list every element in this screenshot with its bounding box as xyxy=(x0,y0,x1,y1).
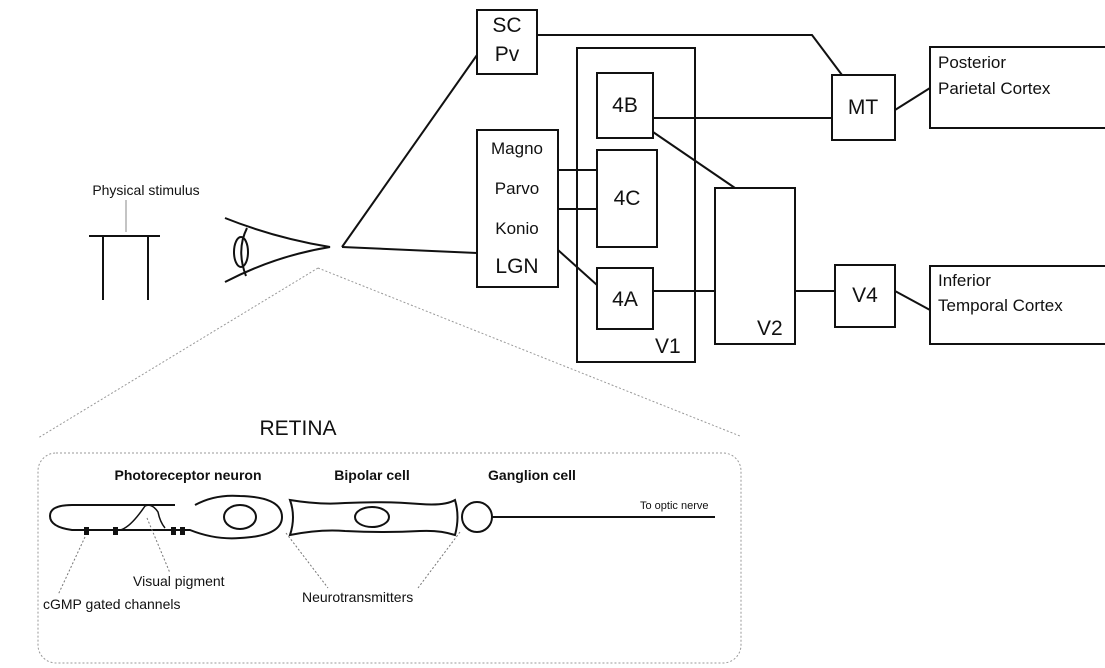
lgn-box xyxy=(476,129,559,288)
v4-to-temporal-path xyxy=(894,290,931,311)
retina-panel xyxy=(37,452,742,664)
layer-4b-box xyxy=(596,72,654,139)
magno-label: Magno xyxy=(491,139,543,158)
zoom-line-left xyxy=(37,267,319,439)
eye-to-lgn-path xyxy=(341,246,478,254)
mt-box xyxy=(831,74,896,141)
photoreceptor-label: Photoreceptor neuron xyxy=(114,467,262,483)
bipolar-nucleus xyxy=(354,506,390,528)
neurotransmitters-label: Neurotransmitters xyxy=(302,589,414,605)
visual-pigment-label: Visual pigment xyxy=(133,573,225,589)
parietal-box xyxy=(929,46,1105,129)
photoreceptor-nucleus xyxy=(223,504,257,530)
layer-4a-box xyxy=(596,267,654,330)
sc-to-mt-path xyxy=(537,34,843,76)
sc-label: SC xyxy=(492,14,522,37)
parvo-label: Parvo xyxy=(494,179,540,198)
photoreceptor-cell xyxy=(48,494,284,540)
ganglion-cell xyxy=(461,501,493,533)
layer-4b-label: 4B xyxy=(612,94,638,117)
temporal-line2: Temporal Cortex xyxy=(938,296,1063,315)
v4-box xyxy=(834,264,896,328)
v1-label: V1 xyxy=(655,335,681,358)
cgmp-channels xyxy=(84,527,185,535)
cgmp-label: cGMP gated channels xyxy=(43,596,181,612)
temporal-box xyxy=(929,265,1105,345)
ganglion-label: Ganglion cell xyxy=(488,467,576,483)
cgmp-leader xyxy=(57,536,86,596)
parietal-line1: Posterior xyxy=(938,53,1007,72)
neurotransmitter-leader-left xyxy=(285,532,329,589)
layer-4a-label: 4A xyxy=(612,288,638,311)
layer-4c-box xyxy=(596,149,658,248)
pigment-leader xyxy=(146,517,171,574)
optic-nerve-label: To optic nerve xyxy=(640,500,709,512)
retina-title: RETINA xyxy=(259,417,337,440)
mt-to-parietal-path xyxy=(894,87,931,111)
v2-label: V2 xyxy=(757,317,783,340)
v1-box xyxy=(576,47,696,363)
bipolar-label: Bipolar cell xyxy=(334,467,410,483)
neurotransmitter-leader-right xyxy=(417,531,461,589)
visual-pigment-fold xyxy=(119,504,166,531)
mt-label: MT xyxy=(847,96,879,119)
physical-stimulus-label: Physical stimulus xyxy=(92,182,200,198)
eye-to-sc-path xyxy=(341,54,478,248)
sc-pv-box xyxy=(476,9,538,75)
temporal-line1: Inferior xyxy=(938,271,991,290)
bipolar-cell xyxy=(288,498,459,537)
lgn-label: LGN xyxy=(495,255,539,278)
parietal-line2: Parietal Cortex xyxy=(938,79,1051,98)
pv-label: Pv xyxy=(494,43,520,66)
eye-icon xyxy=(224,217,331,283)
v2-box xyxy=(714,187,796,345)
layer-4c-label: 4C xyxy=(613,187,641,210)
konio-label: Konio xyxy=(495,219,539,238)
v4-label: V4 xyxy=(852,284,878,307)
